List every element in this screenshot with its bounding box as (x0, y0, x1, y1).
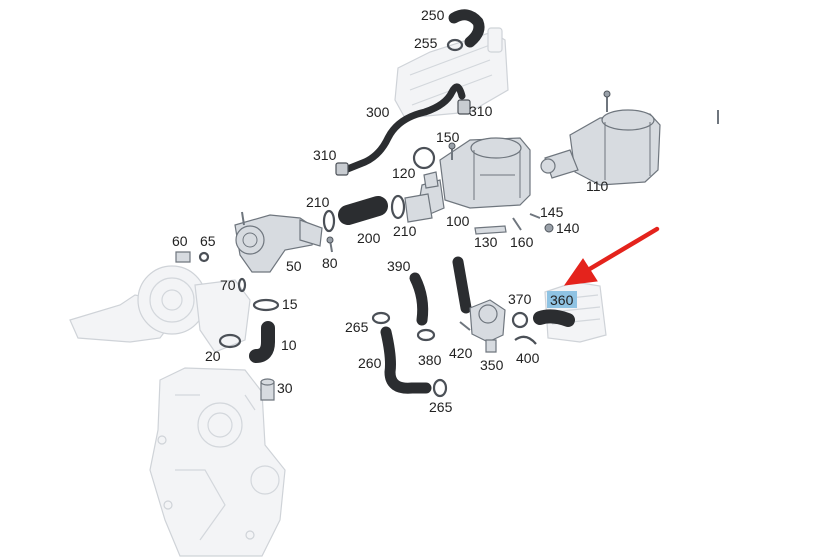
label-15: 15 (282, 296, 298, 312)
label-65: 65 (200, 233, 216, 249)
pipe-30 (260, 378, 275, 401)
bolt-145 (529, 213, 541, 219)
hose-10 (249, 321, 275, 363)
seal-65 (198, 251, 210, 263)
label-70: 70 (220, 277, 236, 293)
label-130: 130 (474, 234, 498, 250)
throttle-valve-110 (540, 90, 719, 186)
label-420: 420 (449, 345, 473, 361)
label-145: 145 (540, 204, 564, 220)
label-350: 350 (480, 357, 504, 373)
thermostat-housing-50 (234, 211, 323, 273)
hose-250 (448, 9, 485, 48)
label-50: 50 (286, 258, 302, 274)
clamp-210-left (322, 209, 336, 233)
bolt-80 (326, 236, 334, 253)
clamp-255 (446, 38, 464, 52)
label-160: 160 (510, 234, 534, 250)
label-30: 30 (277, 380, 293, 396)
hose-unlabeled (452, 256, 472, 314)
ghost-water-pump (69, 265, 251, 353)
label-360: 360 (550, 292, 574, 308)
bolt-150 (448, 142, 456, 160)
label-370: 370 (508, 291, 532, 307)
clamp-310-lower (335, 162, 349, 176)
clamp-400 (514, 335, 537, 345)
clamp-210-right (390, 194, 406, 220)
gasket-130 (474, 225, 507, 235)
callout-labels: 250 255 300 310 150 310 120 110 210 100 … (172, 7, 609, 415)
clamp-120 (412, 146, 436, 170)
label-210-right: 210 (393, 223, 417, 239)
hose-390 (409, 272, 429, 326)
clamp-265-upper (371, 311, 391, 325)
label-250: 250 (421, 7, 445, 23)
clamp-310-upper (457, 99, 471, 115)
label-120: 120 (392, 165, 416, 181)
label-265-lower: 265 (429, 399, 453, 415)
label-100: 100 (446, 213, 470, 229)
nut-140 (544, 223, 554, 233)
label-140: 140 (556, 220, 580, 236)
hose-360 (533, 309, 575, 327)
label-80: 80 (322, 255, 338, 271)
clamp-20 (218, 333, 242, 349)
seal-70 (237, 277, 247, 293)
valve-350 (469, 299, 506, 353)
label-110: 110 (586, 178, 609, 194)
bracket-420 (459, 321, 471, 331)
highlight-360 (547, 291, 577, 308)
clamp-380 (416, 328, 436, 342)
label-150: 150 (436, 129, 460, 145)
label-200: 200 (357, 230, 381, 246)
hose-200 (338, 196, 388, 225)
mixer-housing-100 (417, 137, 531, 215)
label-390: 390 (387, 258, 411, 274)
label-400: 400 (516, 350, 540, 366)
clamp-370 (511, 311, 529, 329)
bolt-160 (512, 217, 522, 231)
ghost-timing-cover (149, 367, 286, 557)
label-380: 380 (418, 352, 442, 368)
label-60: 60 (172, 233, 188, 249)
hose-260 (380, 326, 432, 394)
label-10: 10 (281, 337, 297, 353)
red-pointer-arrow (563, 226, 660, 286)
pipe-connector (404, 193, 433, 223)
hose-300 (341, 83, 466, 174)
label-310-lower: 310 (313, 147, 337, 163)
ghost-egr-cooler (394, 27, 509, 119)
label-255: 255 (414, 35, 438, 51)
label-210-left: 210 (306, 194, 330, 210)
label-265-upper: 265 (345, 319, 369, 335)
label-300: 300 (366, 104, 390, 120)
clamp-265-lower (432, 378, 448, 398)
label-310-upper: 310 (469, 103, 493, 119)
clamp-15 (252, 298, 280, 312)
label-20: 20 (205, 348, 221, 364)
label-260: 260 (358, 355, 382, 371)
sensor-60 (175, 251, 191, 263)
